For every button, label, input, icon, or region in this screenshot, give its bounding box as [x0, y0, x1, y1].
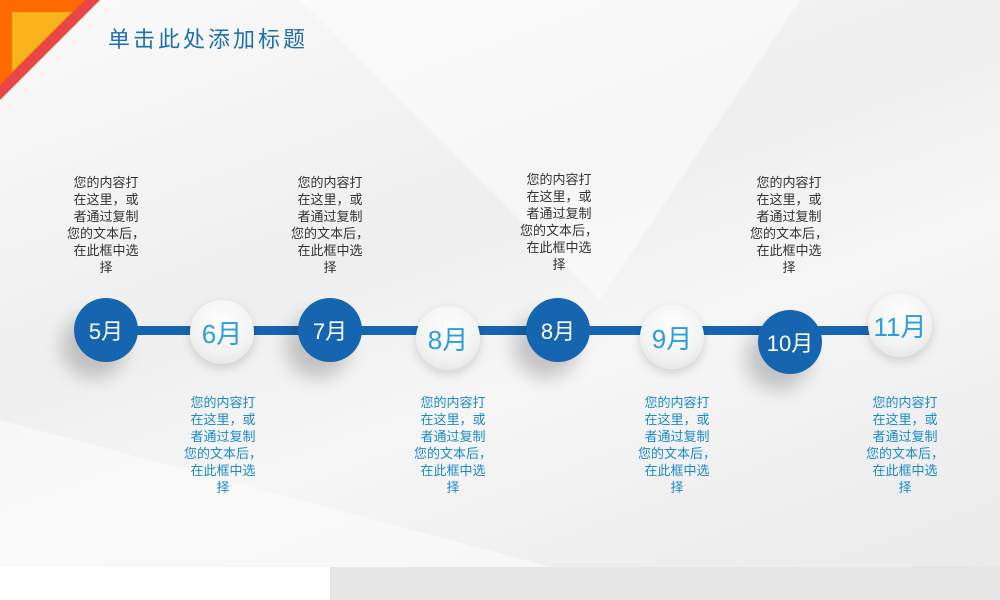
- timeline-line: [106, 326, 906, 335]
- background-facet: [0, 420, 600, 580]
- text-line: 在此框中选: [420, 464, 486, 479]
- corner-decoration: [0, 0, 100, 100]
- text-line: 在这里，或: [872, 413, 938, 428]
- bottom-bar-right: [330, 567, 1000, 600]
- text-line: 在这里，或: [420, 413, 486, 428]
- timeline-text-box[interactable]: 您的内容打在这里，或者通过复制您的文本后， 在此框中选择: [504, 172, 614, 274]
- text-line: 您的内容打: [644, 396, 710, 411]
- timeline-text-box[interactable]: 您的内容打在这里，或者通过复制您的文本后， 在此框中选择: [850, 395, 960, 497]
- text-line: 择: [216, 481, 230, 496]
- timeline-node-label: 6月: [201, 318, 243, 349]
- text-line: 者通过复制: [872, 430, 938, 445]
- text-line: 者通过复制: [190, 430, 256, 445]
- text-line: 在此框中选: [756, 244, 822, 259]
- text-line: 在这里，或: [297, 193, 363, 208]
- timeline-node-label: 10月: [766, 331, 814, 356]
- timeline-node-0[interactable]: 5月: [74, 282, 138, 362]
- text-line: 您的文本后，: [865, 447, 944, 462]
- text-line: 您的内容打: [190, 396, 256, 411]
- text-line: 择: [323, 261, 337, 276]
- text-line: 在这里，或: [190, 413, 256, 428]
- bottom-bar-left: [0, 567, 330, 600]
- timeline-node-4[interactable]: 8月: [526, 282, 590, 362]
- timeline-node-5[interactable]: 9月: [640, 305, 704, 383]
- timeline-text-box[interactable]: 您的内容打在这里，或者通过复制您的文本后， 在此框中选择: [275, 175, 385, 277]
- text-line: 在此框中选: [526, 241, 592, 256]
- text-line: 者通过复制: [420, 430, 486, 445]
- text-line: 择: [552, 258, 566, 273]
- text-line: 您的文本后，: [183, 447, 262, 462]
- text-line: 您的内容打: [420, 396, 486, 411]
- text-line: 您的内容打: [73, 176, 139, 191]
- slide-title[interactable]: 单击此处添加标题: [108, 28, 309, 53]
- text-line: 在这里，或: [756, 193, 822, 208]
- timeline-node-1[interactable]: 6月: [190, 300, 254, 378]
- text-line: 您的文本后，: [290, 227, 369, 242]
- text-line: 在此框中选: [73, 244, 139, 259]
- timeline-node-label: 5月: [88, 319, 124, 344]
- text-line: 在此框中选: [872, 464, 938, 479]
- text-line: 在这里，或: [73, 193, 139, 208]
- text-line: 择: [898, 481, 912, 496]
- text-line: 者通过复制: [756, 210, 822, 225]
- text-line: 者通过复制: [644, 430, 710, 445]
- text-line: 择: [670, 481, 684, 496]
- text-line: 择: [782, 261, 796, 276]
- timeline-node-2[interactable]: 7月: [298, 282, 362, 362]
- text-line: 您的内容打: [526, 173, 592, 188]
- text-line: 您的文本后，: [637, 447, 716, 462]
- text-line: 者通过复制: [73, 210, 139, 225]
- timeline-text-box[interactable]: 您的内容打在这里，或者通过复制您的文本后， 在此框中选择: [398, 395, 508, 497]
- text-line: 您的文本后，: [519, 224, 598, 239]
- text-line: 您的内容打: [756, 176, 822, 191]
- text-line: 者通过复制: [526, 207, 592, 222]
- timeline-node-label: 11月: [873, 311, 927, 342]
- text-line: 在这里，或: [644, 413, 710, 428]
- timeline-node-3[interactable]: 8月: [416, 306, 480, 384]
- text-line: 在此框中选: [190, 464, 256, 479]
- timeline-node-7[interactable]: 11月: [868, 293, 932, 371]
- text-line: 择: [99, 261, 113, 276]
- text-line: 在此框中选: [644, 464, 710, 479]
- text-line: 在这里，或: [526, 190, 592, 205]
- timeline-text-box[interactable]: 您的内容打在这里，或者通过复制您的文本后， 在此框中选择: [734, 175, 844, 277]
- timeline-node-6[interactable]: 10月: [758, 294, 822, 374]
- text-line: 您的内容打: [297, 176, 363, 191]
- timeline-text-box[interactable]: 您的内容打在这里，或者通过复制您的文本后， 在此框中选择: [168, 395, 278, 497]
- text-line: 您的文本后，: [413, 447, 492, 462]
- text-line: 择: [446, 481, 460, 496]
- timeline-node-label: 8月: [540, 319, 576, 344]
- text-line: 在此框中选: [297, 244, 363, 259]
- text-line: 您的文本后，: [66, 227, 145, 242]
- timeline-text-box[interactable]: 您的内容打在这里，或者通过复制您的文本后， 在此框中选择: [51, 175, 161, 277]
- text-line: 者通过复制: [297, 210, 363, 225]
- text-line: 您的文本后，: [749, 227, 828, 242]
- timeline-text-box[interactable]: 您的内容打在这里，或者通过复制您的文本后， 在此框中选择: [622, 395, 732, 497]
- timeline-node-label: 9月: [651, 323, 693, 354]
- timeline-node-label: 7月: [312, 319, 348, 344]
- timeline-node-label: 8月: [427, 324, 469, 355]
- text-line: 您的内容打: [872, 396, 938, 411]
